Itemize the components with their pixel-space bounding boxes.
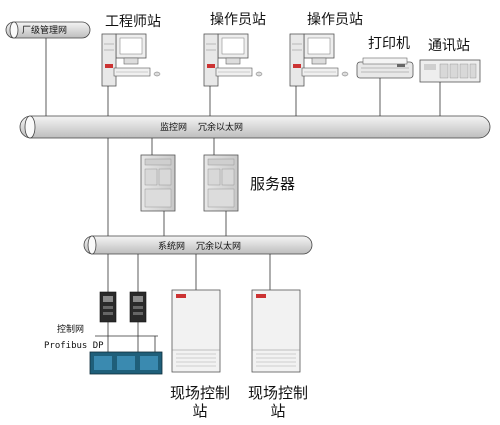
redundant-ethernet-label-2: 冗余以太网 [196,240,241,252]
workstation-icon [203,33,263,87]
workstation-icon [289,33,349,87]
printer-label: 打印机 [368,35,410,52]
cabinet-icon [171,289,221,373]
system-net-label: 系统网 [158,240,185,252]
operator-station-label-2: 操作员站 [307,12,363,28]
plant-net-label: 厂级管理网 [22,24,67,36]
plant-net-bus [5,21,91,39]
server-icon [203,154,239,212]
engineer-station-label: 工程师站 [105,14,161,30]
cabinet-icon [251,289,301,373]
redundant-ethernet-label-1: 冗余以太网 [198,121,243,133]
system-bus [83,235,313,255]
io-rack-icon [89,351,163,375]
field-station-label-2: 现场控制站 [248,384,309,420]
field-station-label-1: 现场控制站 [170,384,231,420]
comm-station-icon [419,59,481,83]
control-net-label: 控制网 [57,323,84,335]
profibus-label: Profibus DP [44,341,104,351]
printer-icon [356,57,414,79]
server-label: 服务器 [250,175,295,193]
operator-station-label-1: 操作员站 [210,12,266,28]
comm-station-label: 通讯站 [428,38,470,54]
control-module-icon [129,291,147,323]
server-icon [140,154,176,212]
monitor-net-label: 监控网 [160,121,187,133]
workstation-icon [101,33,161,87]
monitor-bus [19,115,491,139]
control-module-icon [99,291,117,323]
